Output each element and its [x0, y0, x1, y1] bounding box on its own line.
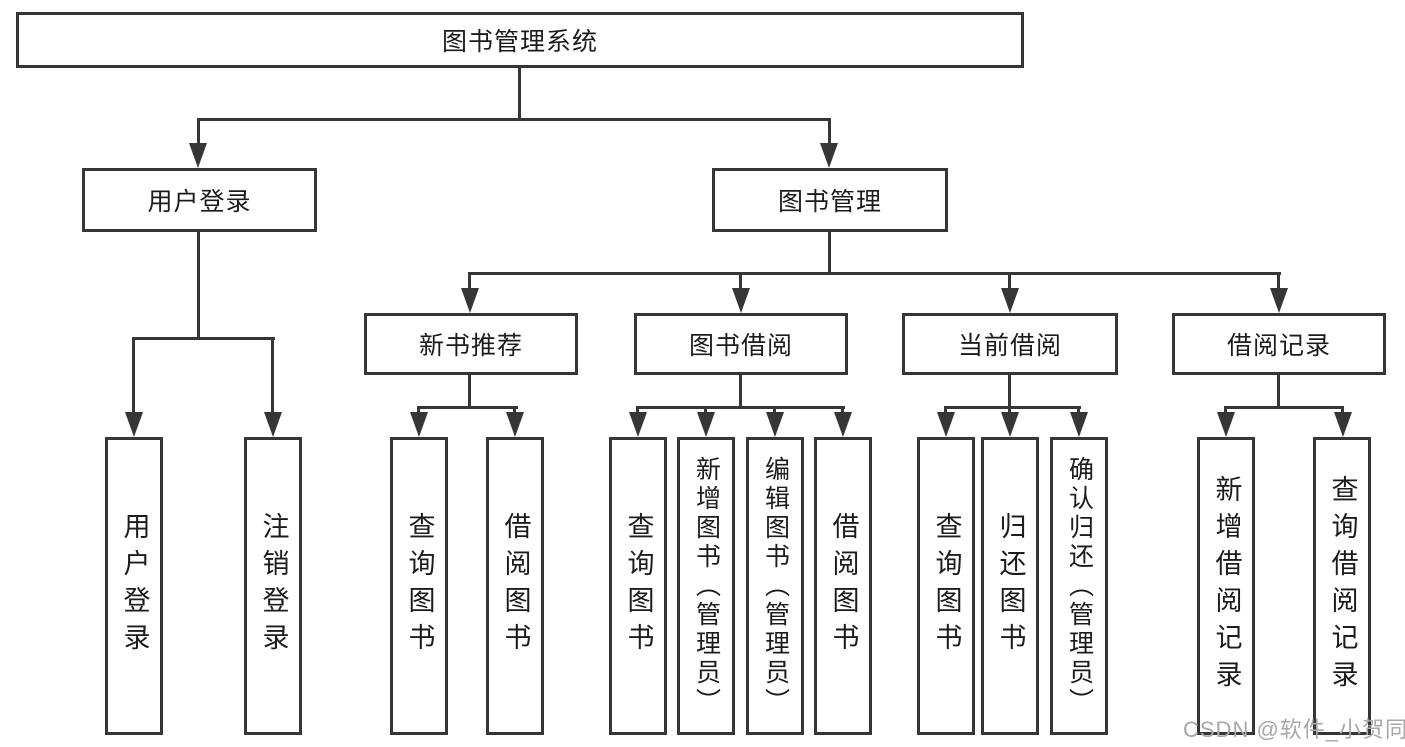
connector-groupA-stem — [468, 375, 471, 408]
connector-level3-rail — [468, 272, 1281, 275]
leaf-query-borrow-record: 查询借阅记录 — [1313, 437, 1371, 735]
connector-shaft — [468, 272, 471, 290]
leaf-add-borrow-record: 新增借阅记录 — [1197, 437, 1255, 735]
connector-shaft — [132, 337, 135, 415]
leaf-label: 归还图书 — [995, 512, 1026, 660]
leaf-label: 注销登录 — [258, 512, 289, 660]
connector-groupD-rail — [1224, 406, 1344, 409]
connector-shaft — [1224, 406, 1227, 414]
node-library-management-system: 图书管理系统 — [16, 12, 1024, 68]
connector-shaft — [1008, 272, 1011, 290]
arrowhead — [1001, 288, 1019, 313]
node-label: 图书管理 — [777, 188, 882, 216]
arrowhead — [937, 412, 955, 437]
arrowhead — [264, 412, 282, 437]
connector-shaft — [513, 406, 516, 414]
arrowhead — [461, 288, 479, 313]
leaf-edit-book-admin: 编辑图书（管理员） — [746, 437, 804, 735]
connector-book-mgmt-stem — [828, 232, 831, 274]
leaf-return-book: 归还图书 — [981, 437, 1039, 735]
node-book-borrow: 图书借阅 — [634, 313, 848, 375]
arrowhead — [189, 143, 207, 168]
leaf-query-books-2: 查询图书 — [609, 437, 667, 735]
node-label: 图书管理系统 — [441, 28, 598, 56]
leaf-label: 用户登录 — [119, 512, 150, 660]
node-label: 用户登录 — [147, 188, 252, 216]
connector-groupC-rail — [944, 406, 1081, 409]
leaf-user-login: 用户登录 — [105, 437, 163, 735]
arrowhead — [1217, 412, 1235, 437]
connector-groupD-stem — [1277, 375, 1280, 408]
node-current-borrow: 当前借阅 — [902, 313, 1118, 375]
leaf-label: 查询借阅记录 — [1327, 475, 1358, 697]
connector-shaft — [841, 406, 844, 414]
leaf-label: 查询图书 — [623, 512, 654, 660]
leaf-label: 借阅图书 — [500, 512, 531, 660]
node-borrow-records: 借阅记录 — [1172, 313, 1386, 375]
arrowhead — [410, 412, 428, 437]
arrowhead — [766, 412, 784, 437]
leaf-logout: 注销登录 — [244, 437, 302, 735]
connector-shaft — [636, 406, 639, 414]
leaf-query-books-3: 查询图书 — [917, 437, 975, 735]
connector-groupB-rail — [636, 406, 845, 409]
node-label: 新书推荐 — [418, 332, 523, 360]
leaf-label: 借阅图书 — [828, 512, 859, 660]
leaf-label: 新增借阅记录 — [1211, 475, 1242, 697]
node-label: 借阅记录 — [1226, 332, 1331, 360]
arrowhead — [506, 412, 524, 437]
connector-user-login-rail — [132, 337, 275, 340]
connector-shaft — [1341, 406, 1344, 414]
arrowhead — [125, 412, 143, 437]
connector-level1-rail — [197, 118, 831, 121]
arrowhead — [732, 288, 750, 313]
csdn-watermark: CSDN @软件_小贺同学 — [1183, 717, 1405, 742]
node-user-login-branch: 用户登录 — [82, 168, 317, 232]
connector-shaft — [271, 337, 274, 415]
connector-shaft — [1077, 406, 1080, 414]
arrowhead — [820, 143, 838, 168]
connector-shaft — [739, 272, 742, 290]
arrowhead — [834, 412, 852, 437]
leaf-add-book-admin: 新增图书（管理员） — [677, 437, 735, 735]
connector-shaft — [828, 118, 831, 146]
connector-groupA-rail — [417, 406, 518, 409]
connector-shaft — [704, 406, 707, 414]
connector-root-stem — [518, 68, 521, 118]
leaf-label: 新增图书（管理员） — [692, 455, 721, 717]
arrowhead — [1001, 412, 1019, 437]
connector-shaft — [1277, 272, 1280, 290]
connector-shaft — [1008, 406, 1011, 414]
leaf-confirm-return-admin: 确认归还（管理员） — [1050, 437, 1108, 735]
connector-shaft — [417, 406, 420, 414]
arrowhead — [1070, 412, 1088, 437]
connector-groupB-stem — [739, 375, 742, 408]
arrowhead — [629, 412, 647, 437]
leaf-borrow-books-1: 借阅图书 — [486, 437, 544, 735]
arrowhead — [697, 412, 715, 437]
leaf-label: 查询图书 — [931, 512, 962, 660]
connector-shaft — [944, 406, 947, 414]
connector-shaft — [197, 118, 200, 146]
leaf-borrow-books-2: 借阅图书 — [814, 437, 872, 735]
connector-groupC-stem — [1008, 375, 1011, 408]
connector-user-login-stem — [197, 232, 200, 337]
leaf-label: 查询图书 — [404, 512, 435, 660]
arrowhead — [1270, 288, 1288, 313]
node-label: 当前借阅 — [957, 332, 1062, 360]
leaf-label: 确认归还（管理员） — [1065, 455, 1094, 717]
connector-shaft — [773, 406, 776, 414]
node-book-management-branch: 图书管理 — [712, 168, 948, 232]
arrowhead — [1334, 412, 1352, 437]
leaf-label: 编辑图书（管理员） — [761, 455, 790, 717]
node-new-book-recommend: 新书推荐 — [364, 313, 578, 375]
node-label: 图书借阅 — [688, 332, 793, 360]
leaf-query-books-1: 查询图书 — [390, 437, 448, 735]
